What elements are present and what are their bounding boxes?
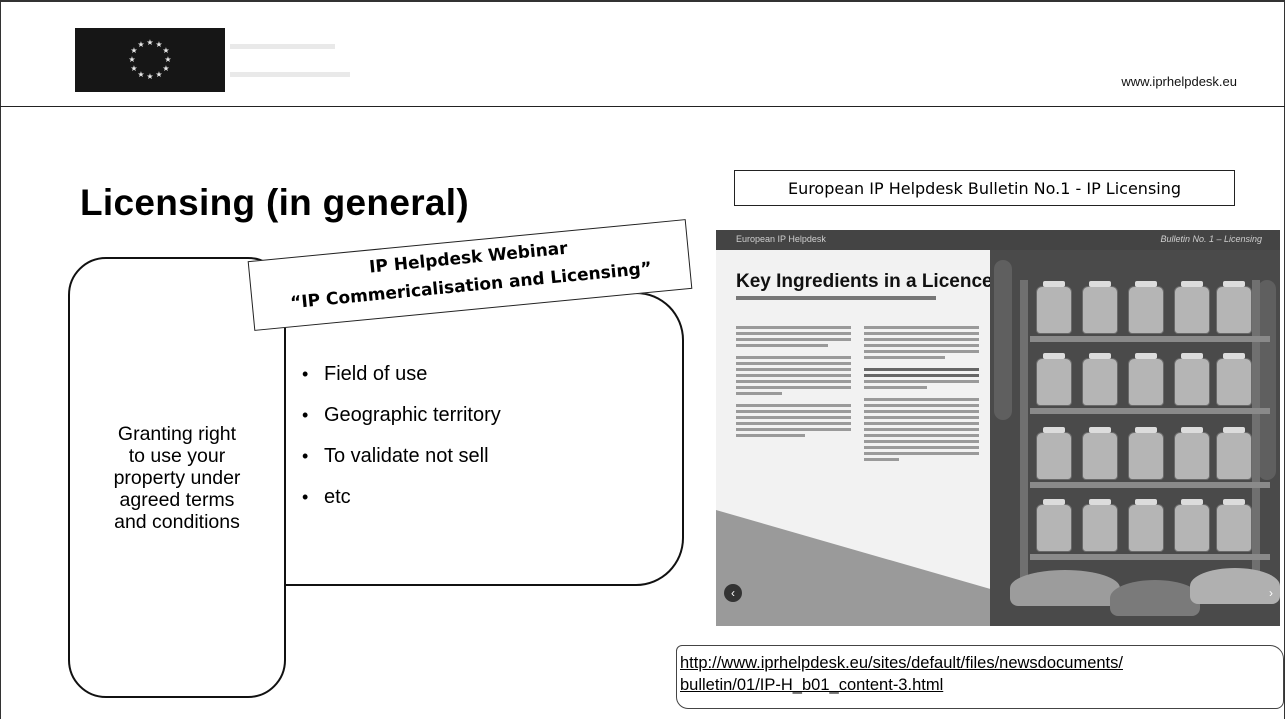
definition-text: Granting right to use your property unde… [114,423,241,533]
svg-text:★: ★ [137,70,144,79]
svg-text:★: ★ [130,64,137,73]
bulletin-byline [736,296,936,300]
chevron-right-icon: › [1269,586,1273,600]
bulletin-bar-left: European IP Helpdesk [736,234,826,244]
svg-text:★: ★ [155,70,162,79]
source-link[interactable]: http://www.iprhelpdesk.eu/sites/default/… [680,652,1280,696]
definition-line: property under [113,466,241,489]
page-title: Licensing (in general) [80,182,469,223]
svg-text:★: ★ [130,46,137,55]
definition-line: Granting right [117,422,237,445]
svg-text:★: ★ [137,40,144,49]
bulletin-bar-right: Bulletin No. 1 – Licensing [1160,234,1262,244]
bulletin-header-bar: European IP Helpdesk Bulletin No. 1 – Li… [716,230,1280,250]
svg-text:★: ★ [162,64,169,73]
svg-text:★: ★ [128,55,135,64]
svg-text:★: ★ [162,46,169,55]
bulletin-caption: European IP Helpdesk Bulletin No.1 - IP … [734,170,1235,206]
definition-box: Granting right to use your property unde… [68,257,286,698]
svg-text:★: ★ [146,38,153,47]
bulletin-text-column [736,326,851,440]
bullet-item: Field of use [302,363,501,404]
eu-text-faint [230,44,335,49]
source-link-box [676,645,1284,709]
svg-text:★: ★ [155,40,162,49]
definition-line: agreed terms [119,488,235,511]
bullet-item: etc [302,486,501,527]
bulletin-text-column [864,326,979,464]
bullet-list: Field of use Geographic territory To val… [302,363,501,527]
definition-line: to use your [128,444,226,467]
chevron-left-icon: ‹ [724,584,742,602]
spice-shelf-photo [990,250,1280,626]
eu-flag-logo: ★ ★ ★ ★ ★ ★ ★ ★ ★ ★ ★ ★ [75,28,225,92]
header-divider [0,106,1285,107]
svg-text:★: ★ [164,55,171,64]
slide-border-top [0,0,1285,2]
slide-border-left [0,0,1,719]
bulletin-heading: Key Ingredients in a Licence [736,271,993,292]
definition-line: and conditions [114,510,240,533]
bulletin-page-image: European IP Helpdesk Bulletin No. 1 – Li… [716,230,1280,626]
source-link-line[interactable]: http://www.iprhelpdesk.eu/sites/default/… [680,654,1123,672]
svg-text:★: ★ [146,72,153,81]
site-url: www.iprhelpdesk.eu [1121,74,1237,89]
eu-text-faint [230,72,350,77]
bullet-item: Geographic territory [302,404,501,445]
bullet-item: To validate not sell [302,445,501,486]
source-link-line[interactable]: bulletin/01/IP-H_b01_content-3.html [680,676,944,694]
